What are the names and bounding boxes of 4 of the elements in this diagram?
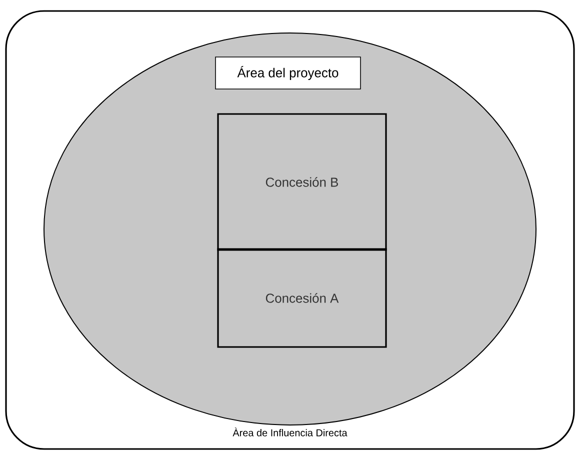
label-box: Área del proyecto [215,56,361,90]
hatched-ellipse [44,32,536,426]
concession-box: Concesión A [217,248,387,348]
concession-box: Concesión B [217,113,387,251]
